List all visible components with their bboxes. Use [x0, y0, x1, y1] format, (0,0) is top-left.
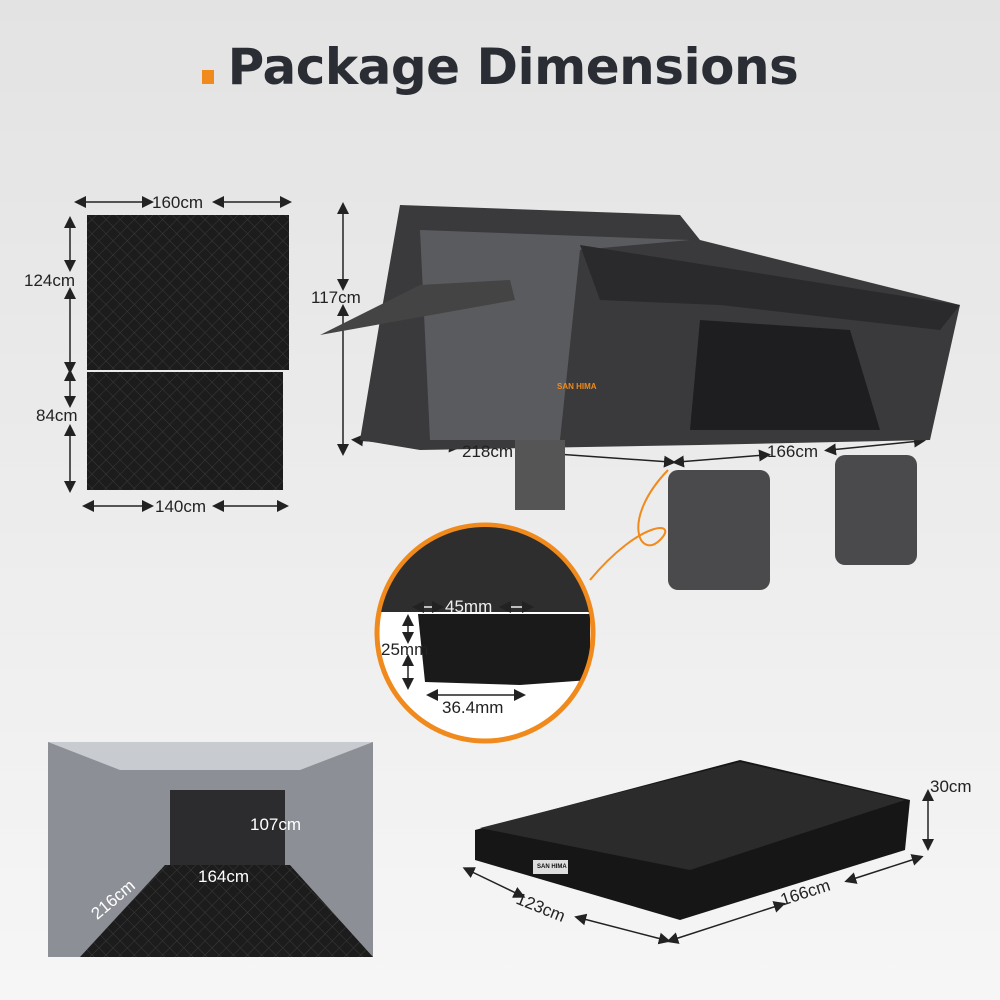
tent-brand-logo: SAN HIMA — [557, 382, 597, 391]
mattress-image — [87, 215, 289, 490]
interior-width: 164cm — [198, 867, 250, 886]
mattress-bottom-width: 140cm — [155, 497, 207, 516]
tent-image — [320, 205, 960, 590]
tent-length: 218cm — [462, 442, 514, 461]
hard-shell-box-image — [475, 760, 910, 920]
tent-height: 117cm — [311, 288, 361, 307]
mattress-top-height: 124cm — [24, 271, 76, 290]
box-height: 30cm — [930, 777, 972, 796]
tent-interior-image — [48, 742, 373, 957]
title-accent-mark — [201, 70, 214, 84]
page-title: Package Dimensions — [0, 38, 1000, 96]
box-brand-logo: SAN HIMA — [537, 864, 567, 870]
dimension-arrows — [64, 196, 934, 945]
rail-width-bottom: 36.4mm — [442, 698, 504, 717]
tent-annex-length: 166cm — [767, 442, 819, 461]
mattress-bottom-height: 84cm — [36, 406, 78, 425]
interior-height: 107cm — [250, 815, 302, 834]
callout-arrow — [589, 469, 669, 581]
mattress-top-width: 160cm — [152, 193, 204, 212]
rail-width-top: 45mm — [445, 597, 493, 616]
rail-height: 25mm — [381, 640, 429, 659]
title-text: Package Dimensions — [227, 38, 799, 96]
